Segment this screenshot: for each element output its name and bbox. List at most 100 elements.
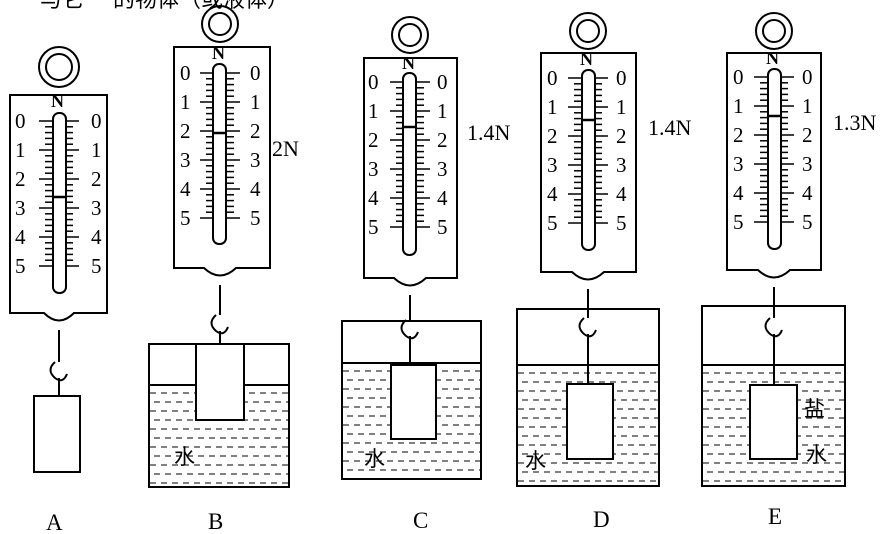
scale-number-left: 1 <box>547 95 558 119</box>
hanging-block <box>390 364 437 440</box>
scale-number-left: 4 <box>15 225 26 249</box>
panel-label-e: E <box>768 504 782 529</box>
scale-number-left: 1 <box>368 99 379 123</box>
scale-number-right: 5 <box>616 211 627 235</box>
scale-number-right: 4 <box>91 225 102 249</box>
scale-number-left: 5 <box>547 211 558 235</box>
hanging-block <box>33 395 81 473</box>
scale-number-left: 0 <box>733 65 744 89</box>
reading-b: 2N <box>272 136 299 161</box>
scale-number-right: 2 <box>802 123 813 147</box>
scale-number-right: 2 <box>91 167 102 191</box>
scale-number-right: 3 <box>91 196 102 220</box>
scale-number-right: 4 <box>250 177 261 201</box>
hanging-block <box>566 383 614 460</box>
liquid-label-b: 水 <box>174 445 195 469</box>
scale-number-left: 1 <box>733 94 744 118</box>
liquid-label-e-bottom: 水 <box>806 443 827 467</box>
scale-tube <box>581 69 596 251</box>
scale-number-right: 5 <box>250 206 261 230</box>
scale-number-right: 2 <box>437 128 448 152</box>
scale-number-left: 2 <box>547 124 558 148</box>
unit-label-n: N <box>51 91 64 111</box>
scale-tube <box>52 112 67 294</box>
scale-number-left: 3 <box>368 157 379 181</box>
scale-number-right: 1 <box>91 138 102 162</box>
scale-number-right: 0 <box>616 66 627 90</box>
scale-tube <box>767 68 782 250</box>
hanging-block <box>195 343 245 421</box>
scale-number-right: 5 <box>91 254 102 278</box>
panel-label-a: A <box>46 510 63 534</box>
scale-number-right: 2 <box>616 124 627 148</box>
scale-number-left: 0 <box>180 61 191 85</box>
unit-label-n: N <box>766 48 779 68</box>
hanging-block <box>749 384 798 460</box>
scale-number-left: 3 <box>733 152 744 176</box>
ring-icon <box>38 46 80 88</box>
beaker <box>516 308 660 487</box>
scale-number-right: 3 <box>437 157 448 181</box>
beaker <box>701 305 846 487</box>
reading-d: 1.4N <box>648 115 692 140</box>
ring-icon <box>201 5 239 43</box>
panel-label-b: B <box>208 509 223 534</box>
scale-ticks-a <box>39 120 79 267</box>
liquid-label-c: 水 <box>364 447 385 471</box>
scale-ticks-e <box>754 76 794 223</box>
scale-number-right: 0 <box>437 70 448 94</box>
beaker <box>341 320 482 480</box>
scale-number-left: 5 <box>15 254 26 278</box>
water-dashes-b <box>150 392 288 484</box>
scale-number-right: 4 <box>802 181 813 205</box>
hook-icon <box>210 314 229 335</box>
scale-number-left: 5 <box>368 215 379 239</box>
scale-number-right: 0 <box>91 109 102 133</box>
scale-number-left: 3 <box>180 148 191 172</box>
unit-label-n: N <box>580 49 593 69</box>
scale-number-right: 0 <box>802 65 813 89</box>
scale-number-left: 2 <box>15 167 26 191</box>
scale-ticks-d <box>568 77 608 224</box>
scale-tube <box>212 63 227 245</box>
hook-icon <box>764 317 783 338</box>
panel-label-d: D <box>593 507 610 532</box>
hook-icon <box>400 319 419 340</box>
hook-icon <box>578 317 597 338</box>
scale-body <box>363 57 458 287</box>
ring-icon <box>569 12 607 50</box>
scale-number-left: 1 <box>15 138 26 162</box>
scale-number-left: 1 <box>180 90 191 114</box>
scale-number-right: 5 <box>802 210 813 234</box>
scale-number-left: 4 <box>368 186 379 210</box>
unit-label-n: N <box>212 43 225 63</box>
scale-number-right: 3 <box>616 153 627 177</box>
hook-icon <box>49 361 68 382</box>
scale-number-left: 2 <box>733 123 744 147</box>
scale-number-right: 3 <box>250 148 261 172</box>
scale-number-right: 4 <box>616 182 627 206</box>
reading-e: 1.3N <box>833 110 877 135</box>
scale-number-left: 3 <box>547 153 558 177</box>
scale-ticks-b <box>200 72 240 219</box>
scale-number-left: 4 <box>733 181 744 205</box>
unit-label-n: N <box>402 53 415 73</box>
scale-number-left: 0 <box>547 66 558 90</box>
scale-number-left: 3 <box>15 196 26 220</box>
scale-number-right: 2 <box>250 119 261 143</box>
reading-c: 1.4N <box>467 120 511 145</box>
spring-scale-a <box>9 46 108 473</box>
scale-number-right: 1 <box>250 90 261 114</box>
scale-number-right: 1 <box>437 99 448 123</box>
top-caption-fragment: 与它一 的物体（或液体） <box>40 0 289 13</box>
scale-number-left: 5 <box>180 206 191 230</box>
